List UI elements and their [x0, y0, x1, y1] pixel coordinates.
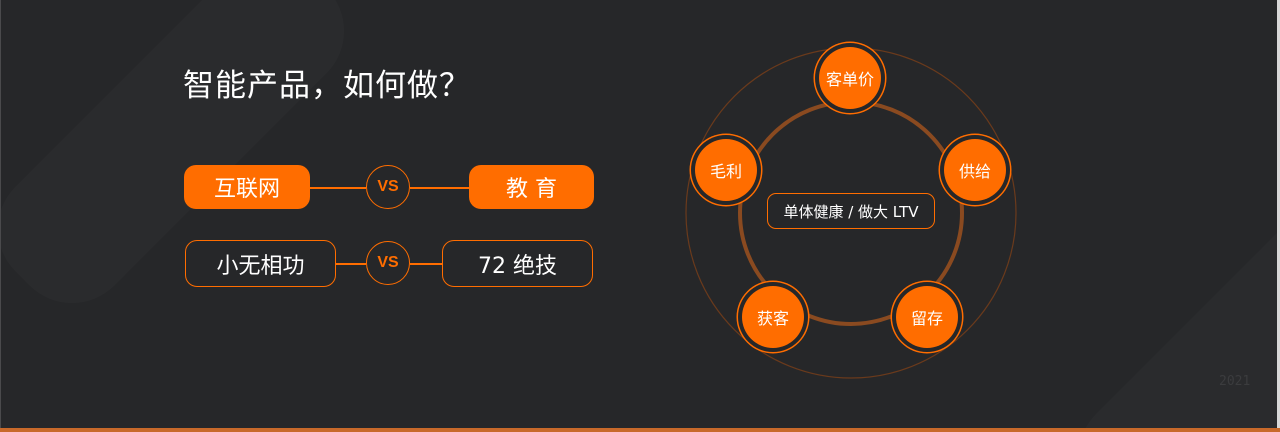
vs-label: VS: [377, 254, 399, 271]
node-label: 留存: [910, 309, 943, 328]
cycle-center-label: 单体健康 / 做大 LTV: [767, 193, 935, 229]
comparison-right-72-skills: 72 绝技: [442, 240, 593, 287]
center-label-text: 单体健康 / 做大 LTV: [783, 202, 919, 221]
node-label: 获客: [756, 309, 789, 328]
comparison-left-xiaowuxiang: 小无相功: [185, 240, 336, 287]
comparison-right-education: 教 育: [469, 165, 594, 209]
connector-line: [410, 187, 469, 189]
node-label: 毛利: [709, 162, 742, 181]
comparison-left-internet: 互联网: [184, 165, 310, 209]
cycle-node-acquisition: 获客: [742, 286, 804, 348]
vs-badge: VS: [366, 241, 410, 285]
vs-badge: VS: [366, 165, 410, 209]
connector-line: [410, 263, 442, 265]
bottom-accent-bar: [0, 428, 1280, 432]
connector-line: [336, 263, 366, 265]
comparison-left-label: 互联网: [213, 177, 280, 202]
right-edge: [1277, 0, 1280, 432]
cycle-node-supply: 供给: [944, 139, 1006, 201]
cycle-node-gross-margin: 毛利: [695, 139, 757, 201]
node-label: 供给: [958, 162, 991, 181]
page-title: 智能产品，如何做？: [183, 68, 471, 104]
vs-label: VS: [377, 178, 399, 195]
footer-year: 2021: [1219, 374, 1251, 389]
connector-line: [310, 187, 366, 189]
comparison-right-label: 教 育: [506, 177, 557, 202]
comparison-right-label: 72 绝技: [478, 253, 557, 279]
cycle-node-unit-price: 客单价: [819, 47, 881, 109]
node-label: 客单价: [825, 70, 874, 89]
comparison-left-label: 小无相功: [216, 253, 305, 279]
cycle-node-retention: 留存: [896, 286, 958, 348]
